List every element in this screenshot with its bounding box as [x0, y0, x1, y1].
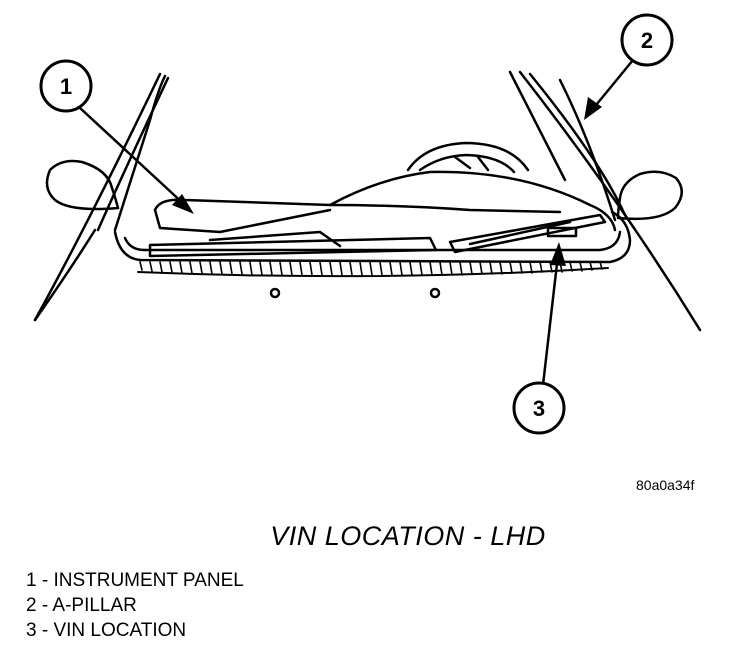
callout-2: 2 — [584, 13, 674, 120]
right-a-pillar — [508, 70, 702, 332]
figure-code: 80a0a34f — [636, 477, 695, 493]
callout-3-number: 3 — [533, 396, 545, 421]
right-mirror — [616, 170, 683, 221]
legend: 1 - INSTRUMENT PANEL 2 - A-PILLAR 3 - VI… — [26, 568, 244, 643]
instrument-panel — [153, 170, 617, 234]
vehicle-dash-illustration: 1 2 3 — [33, 13, 702, 435]
legend-item-3: 3 - VIN LOCATION — [26, 620, 187, 641]
left-mirror — [45, 159, 120, 211]
steering-wheel — [406, 141, 530, 174]
cowl-grille — [139, 261, 603, 276]
left-a-pillar — [33, 72, 170, 322]
callout-3: 3 — [512, 242, 566, 435]
wiper-arms — [148, 213, 607, 258]
vin-plate — [546, 226, 578, 238]
windshield-cowl — [113, 210, 632, 264]
figure-title: VIN LOCATION - LHD — [270, 521, 546, 551]
callout-1: 1 — [39, 59, 194, 214]
legend-item-2: 2 - A-PILLAR — [26, 595, 137, 616]
callout-2-number: 2 — [641, 28, 653, 53]
legend-item-1: 1 - INSTRUMENT PANEL — [26, 570, 244, 591]
callout-1-number: 1 — [60, 74, 72, 99]
